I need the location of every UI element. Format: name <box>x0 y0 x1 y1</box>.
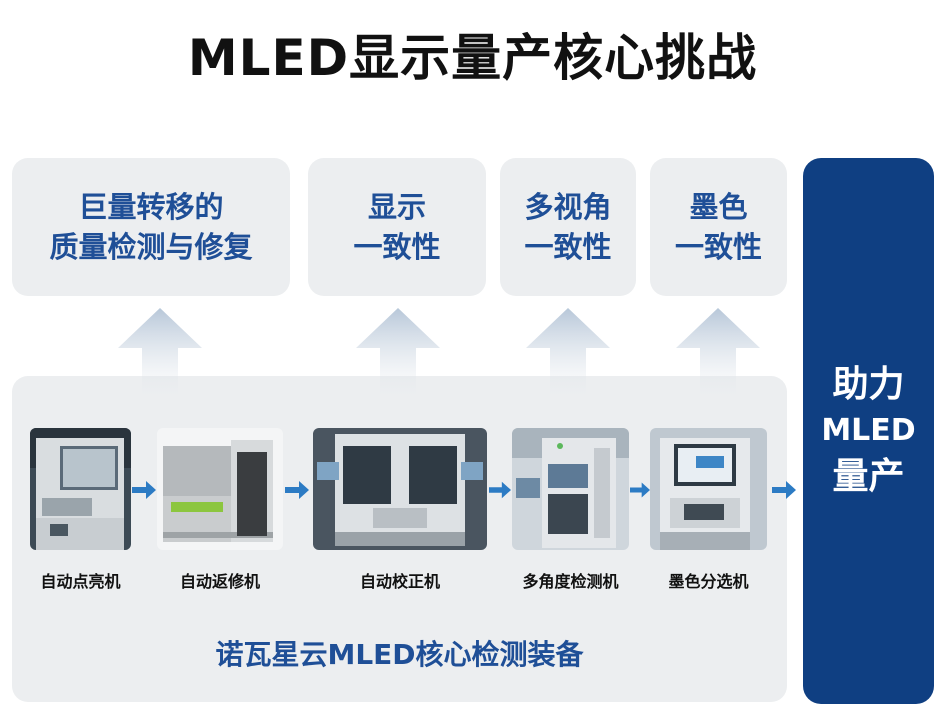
machine-label-ink-color: 墨色分选机 <box>668 572 749 591</box>
up-arrow-icon <box>118 308 202 404</box>
challenge-line: 一致性 <box>353 230 441 264</box>
machine-label-multi-angle: 多角度检测机 <box>522 572 619 591</box>
auto-calibration-machine-image <box>313 428 487 550</box>
page-title: MLED显示量产核心挑战 <box>187 29 758 87</box>
arrow-right-icon <box>772 481 796 499</box>
auto-lighting-machine-image <box>30 428 131 550</box>
up-arrow-icon <box>526 308 610 404</box>
equipment-panel-caption: 诺瓦星云MLED核心检测装备 <box>215 638 584 671</box>
challenge-box-display: 显示 一致性 <box>308 158 486 296</box>
arrow-right-icon <box>132 481 156 499</box>
up-arrow-icon <box>676 308 760 404</box>
challenge-line: 墨色 <box>689 190 748 224</box>
challenge-box-transfer: 巨量转移的 质量检测与修复 <box>12 158 290 296</box>
auto-repair-machine-image <box>157 428 283 550</box>
challenge-line: 巨量转移的 <box>78 190 224 224</box>
goal-box: 助力 MLED 量产 <box>803 158 934 704</box>
challenge-line: 一致性 <box>524 230 612 264</box>
machine-label-auto-repair: 自动返修机 <box>179 572 260 591</box>
up-arrow-icon <box>356 308 440 404</box>
challenge-line: 多视角 <box>524 190 612 224</box>
multi-angle-inspection-machine-image <box>512 428 629 550</box>
arrow-right-icon <box>285 481 309 499</box>
goal-line: 量产 <box>832 456 905 497</box>
ink-color-sorting-machine-image <box>650 428 767 550</box>
goal-line: 助力 <box>832 364 905 405</box>
challenge-box-ink-color: 墨色 一致性 <box>650 158 787 296</box>
challenge-box-viewing-angle: 多视角 一致性 <box>500 158 636 296</box>
challenge-line: 质量检测与修复 <box>49 230 253 264</box>
challenge-line: 显示 <box>367 190 426 224</box>
challenge-line: 一致性 <box>674 230 762 264</box>
goal-line: MLED <box>821 413 916 448</box>
arrow-right-icon <box>630 482 650 498</box>
arrow-right-icon <box>489 481 511 499</box>
machine-label-auto-lighting: 自动点亮机 <box>40 572 121 591</box>
machine-label-auto-calibration: 自动校正机 <box>359 572 440 591</box>
